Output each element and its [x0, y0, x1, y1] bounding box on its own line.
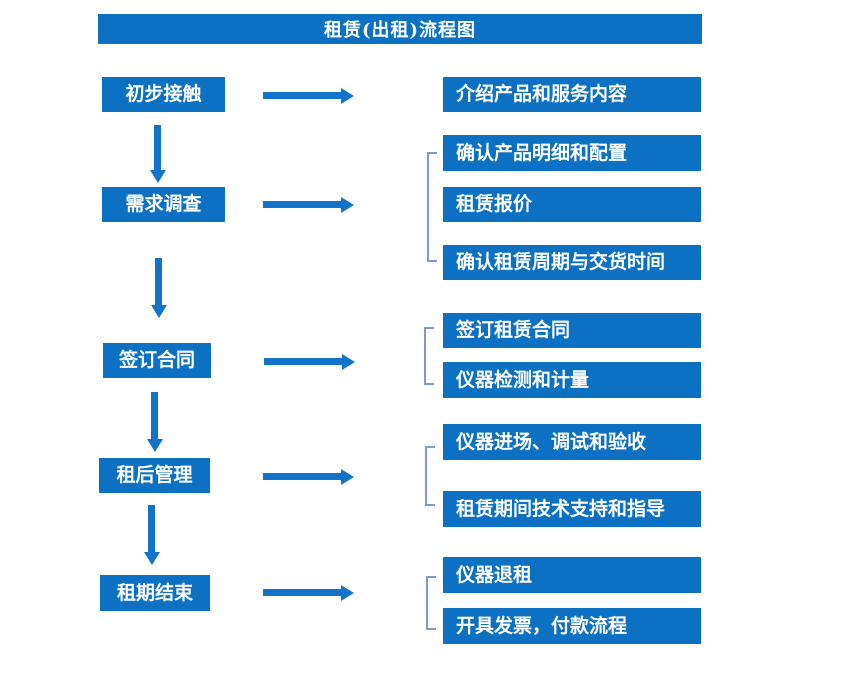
bracket-group-post-rental [425, 446, 435, 506]
step-box-sign-contract: 签订合同 [103, 343, 211, 378]
bracket-group-demand-survey [427, 152, 437, 262]
output-box-sign-rental-contract: 签订租赁合同 [443, 313, 701, 348]
arrow-right-5 [263, 589, 341, 596]
arrow-down-4 [148, 505, 155, 552]
arrow-right-1 [263, 92, 341, 99]
step-box-demand-survey: 需求调查 [102, 187, 225, 222]
output-box-rental-quotation: 租赁报价 [443, 187, 701, 222]
output-box-instrument-return: 仪器退租 [443, 557, 701, 593]
bracket-group-rental-end [426, 576, 436, 630]
arrow-down-3 [151, 392, 158, 439]
output-box-confirm-product-details: 确认产品明细和配置 [443, 135, 701, 171]
output-box-technical-support: 租赁期间技术支持和指导 [443, 491, 701, 527]
arrow-right-4 [263, 473, 341, 480]
arrow-down-1 [154, 125, 161, 170]
arrow-right-2 [263, 201, 341, 208]
step-box-rental-end: 租期结束 [100, 575, 210, 611]
output-box-confirm-rental-period: 确认租赁周期与交货时间 [443, 245, 701, 280]
output-box-instrument-installation: 仪器进场、调试和验收 [443, 424, 701, 460]
output-box-introduce-products: 介绍产品和服务内容 [443, 77, 701, 112]
arrow-down-2 [155, 258, 162, 305]
output-box-instrument-testing: 仪器检测和计量 [443, 362, 701, 398]
bracket-group-sign-contract [424, 327, 434, 385]
step-box-post-rental-management: 租后管理 [99, 458, 210, 493]
flowchart-title: 租赁(出租)流程图 [98, 14, 702, 44]
step-box-initial-contact: 初步接触 [102, 77, 225, 112]
output-box-invoice-payment: 开具发票，付款流程 [443, 608, 701, 644]
arrow-right-3 [264, 358, 342, 365]
